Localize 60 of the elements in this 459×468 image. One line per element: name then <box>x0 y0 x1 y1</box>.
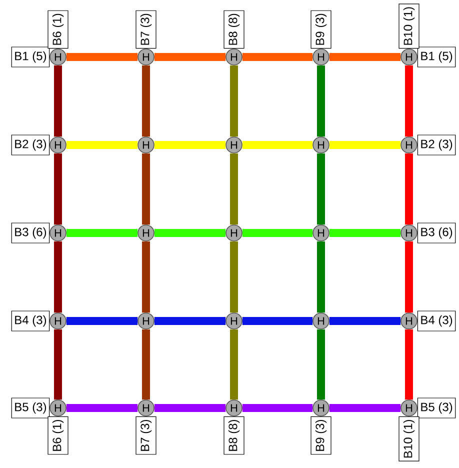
bar-label: B1 (5) <box>417 46 456 68</box>
bar-label: B4 (3) <box>11 310 50 332</box>
bar <box>154 229 226 237</box>
bar-label: B9 (3) <box>310 10 332 49</box>
bar-label: B9 (3) <box>310 416 332 455</box>
bar <box>242 141 313 149</box>
bar <box>54 65 62 137</box>
bar <box>154 317 226 325</box>
bar <box>154 404 226 412</box>
bar <box>242 404 313 412</box>
bar <box>405 329 413 400</box>
bar-label: B3 (6) <box>11 222 50 244</box>
bar <box>329 317 401 325</box>
bar-label: B4 (3) <box>417 310 456 332</box>
bar <box>142 65 150 137</box>
bar-label: B1 (5) <box>11 46 50 68</box>
bar-label: B6 (1) <box>48 10 68 49</box>
bar-label: B6 (1) <box>48 416 68 455</box>
bar-label: B2 (3) <box>417 134 456 156</box>
bar-label: B10 (1) <box>398 416 420 462</box>
bar <box>154 141 226 149</box>
bar <box>66 141 138 149</box>
bar <box>317 329 325 400</box>
bar <box>242 317 313 325</box>
bar <box>66 53 138 61</box>
bar-label: B8 (8) <box>224 416 244 455</box>
bar-label: B7 (3) <box>136 10 156 49</box>
bar <box>154 53 226 61</box>
bar <box>66 404 138 412</box>
bar <box>405 153 413 225</box>
bar-label: B7 (3) <box>136 416 156 455</box>
bar <box>405 241 413 313</box>
bar <box>54 329 62 400</box>
bar <box>230 329 238 400</box>
bar <box>405 65 413 137</box>
bar <box>242 229 313 237</box>
bar <box>142 241 150 313</box>
bar <box>54 153 62 225</box>
bar <box>54 241 62 313</box>
bar <box>230 241 238 313</box>
bar <box>317 153 325 225</box>
bar <box>329 404 401 412</box>
bar-label: B2 (3) <box>11 134 50 156</box>
bar <box>230 65 238 137</box>
bar <box>317 65 325 137</box>
bar-label: B5 (3) <box>11 398 50 418</box>
bar <box>66 229 138 237</box>
bar-label: B5 (3) <box>417 398 456 418</box>
bar <box>317 241 325 313</box>
bar <box>329 53 401 61</box>
bar <box>142 329 150 400</box>
bar <box>230 153 238 225</box>
bar <box>329 229 401 237</box>
bar-label: B10 (1) <box>398 4 420 49</box>
bar <box>242 53 313 61</box>
bar-label: B3 (6) <box>417 222 456 244</box>
bar-label: B8 (8) <box>224 10 244 49</box>
bar <box>329 141 401 149</box>
bar <box>66 317 138 325</box>
bar <box>142 153 150 225</box>
